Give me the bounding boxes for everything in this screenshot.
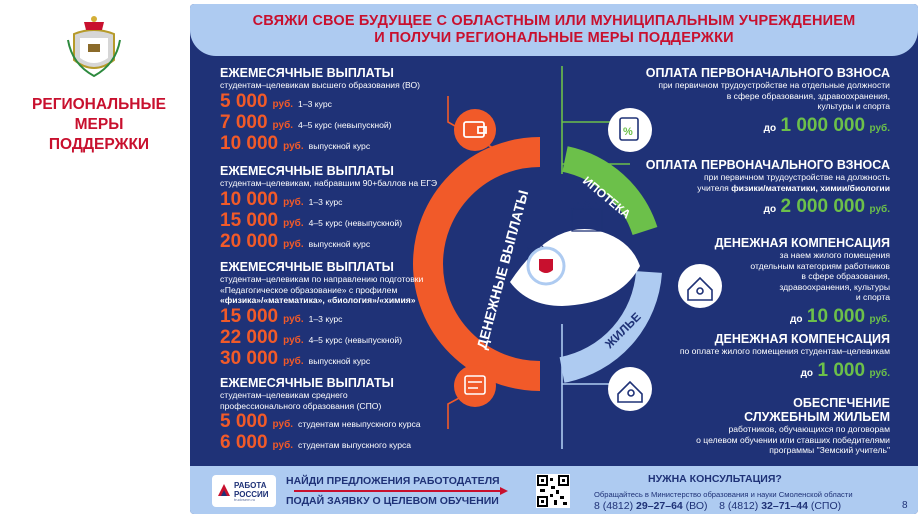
- section-heading: ОБЕСПЕЧЕНИЕ: [793, 396, 890, 410]
- consultation-heading: НУЖНА КОНСУЛЬТАЦИЯ?: [648, 473, 782, 485]
- section-sub: о целевом обучении или ставших победител…: [696, 434, 890, 445]
- logo-small-text: trudvsem.ru: [234, 497, 256, 502]
- section-sub: при первичном трудоустройстве на отдельн…: [658, 80, 890, 90]
- center-diagram: ДЕНЕЖНЫЕ ВЫПЛАТЫ ИПОТЕКА ЖИЛЬЕ %: [413, 66, 722, 449]
- house-hands-icon: [687, 276, 713, 301]
- section-sub: за наем жилого помещения: [779, 250, 890, 260]
- section-heading: ЕЖЕМЕСЯЧНЫЕ ВЫПЛАТЫ: [220, 376, 394, 390]
- max-amount: до 1 000 руб.: [800, 359, 890, 381]
- rent-compensation-section: ДЕНЕЖНАЯ КОМПЕНСАЦИЯ за наем жилого поме…: [690, 236, 890, 328]
- rabota-rossii-mark-icon: [218, 484, 230, 496]
- section-heading: ОПЛАТА ПЕРВОНАЧАЛЬНОГО ВЗНОСА: [645, 158, 890, 172]
- payments-ege-section: ЕЖЕМЕСЯЧНЫЕ ВЫПЛАТЫ студентам–целевикам,…: [220, 164, 437, 252]
- headline-banner: СВЯЖИ СВОЕ БУДУЩЕЕ С ОБЛАСТНЫМ ИЛИ МУНИЦ…: [190, 4, 918, 56]
- max-amount: до 2 000 000 руб.: [763, 196, 890, 217]
- section-sub: «физика»/«математика», «биология»/«химия…: [220, 295, 416, 305]
- percent-icon-circle: [608, 108, 652, 152]
- abacus-icon-circle: [454, 365, 496, 407]
- section-heading: ДЕНЕЖНАЯ КОМПЕНСАЦИЯ: [714, 332, 890, 346]
- service-housing-section: ОБЕСПЕЧЕНИЕ СЛУЖЕБНЫМ ЖИЛЬЕМ работников,…: [630, 396, 890, 456]
- page-number: 8: [902, 500, 908, 511]
- student-housing-compensation-section: ДЕНЕЖНАЯ КОМПЕНСАЦИЯ по оплате жилого по…: [630, 332, 890, 382]
- wallet-icon: [463, 121, 487, 138]
- section-sub: студентам–целевикам, набравшим 90+баллов…: [220, 178, 438, 188]
- qr-code-icon[interactable]: [536, 474, 570, 508]
- apply-target-text: ПОДАЙ ЗАЯВКУ О ЦЕЛЕВОМ ОБУЧЕНИИ: [286, 495, 499, 507]
- phone-spo[interactable]: 8 (4812) 32–71–44 (СПО): [719, 500, 842, 512]
- wallet-icon-circle: [454, 109, 496, 151]
- payments-spo-section: ЕЖЕМЕСЯЧНЫЕ ВЫПЛАТЫ студентам–целевикам …: [220, 376, 421, 453]
- house-key-icon: [617, 380, 643, 403]
- section-sub: студентам–целевикам высшего образования …: [220, 80, 420, 90]
- payments-vo-section: ЕЖЕМЕСЯЧНЫЕ ВЫПЛАТЫ студентам–целевикам …: [220, 66, 420, 154]
- find-offers-text: НАЙДИ ПРЕДЛОЖЕНИЯ РАБОТОДАТЕЛЯ: [286, 475, 500, 487]
- mortgage-1m-section: ОПЛАТА ПЕРВОНАЧАЛЬНОГО ВЗНОСА при первич…: [630, 66, 890, 137]
- section-sub: культуры и спорта: [817, 101, 891, 111]
- section-sub: студентам–целевикам среднего: [220, 390, 348, 400]
- section-sub: отдельным категориям работников: [750, 260, 890, 271]
- blue-arc: [559, 270, 662, 383]
- consultation-phones: 8 (4812) 29–27–64 (ВО) 8 (4812) 32–71–44…: [594, 500, 841, 512]
- house-key-icon-circle: [608, 367, 652, 411]
- support-measures-poster: СВЯЖИ СВОЕ БУДУЩЕЕ С ОБЛАСТНЫМ ИЛИ МУНИЦ…: [190, 4, 918, 514]
- arrow-icon: [294, 487, 508, 495]
- green-arc: [561, 146, 658, 236]
- section-sub: в сфере образования, здравоохранения,: [726, 90, 890, 101]
- max-amount: до 1 000 000 руб.: [763, 114, 890, 136]
- section-sub: и спорта: [855, 292, 890, 302]
- section-heading: ЕЖЕМЕСЯЧНЫЕ ВЫПЛАТЫ: [220, 164, 394, 178]
- section-sub: по оплате жилого помещения студентам–цел…: [679, 346, 890, 356]
- house-hands-icon-circle: [678, 264, 722, 308]
- center-crest-icon: [539, 259, 553, 273]
- section-sub: при первичном трудоустройстве на должнос…: [703, 172, 890, 182]
- section-heading: ДЕНЕЖНАЯ КОМПЕНСАЦИЯ: [714, 236, 890, 250]
- section-sub: студентам–целевикам по направлению подго…: [220, 274, 424, 284]
- section-heading: ОПЛАТА ПЕРВОНАЧАЛЬНОГО ВЗНОСА: [645, 66, 890, 80]
- section-heading: ЕЖЕМЕСЯЧНЫЕ ВЫПЛАТЫ: [220, 260, 394, 274]
- section-sub: работников, обучающихся по договорам: [728, 424, 890, 434]
- bottom-bar: РАБОТА РОССИИ trudvsem.ru НАЙДИ ПРЕДЛОЖЕ…: [190, 466, 918, 514]
- section-sub: учителя физики/математики, химии/биологи…: [697, 182, 890, 193]
- section-heading: СЛУЖЕБНЫМ ЖИЛЬЕМ: [744, 410, 890, 424]
- section-sub: в сфере образования,: [801, 271, 890, 281]
- percent-icon: %: [619, 117, 639, 141]
- headline-line2: И ПОЛУЧИ РЕГИОНАЛЬНЫЕ МЕРЫ ПОДДЕРЖКИ: [374, 30, 734, 46]
- section-sub: здравоохранения, культуры: [779, 281, 890, 292]
- orange-arc: [413, 137, 541, 391]
- section-heading: ЕЖЕМЕСЯЧНЫЕ ВЫПЛАТЫ: [220, 66, 394, 80]
- max-amount: до 10 000 руб.: [790, 305, 890, 327]
- section-sub: программы "Земский учитель": [769, 445, 890, 455]
- mortgage-2m-section: ОПЛАТА ПЕРВОНАЧАЛЬНОГО ВЗНОСА при первич…: [610, 158, 890, 218]
- section-sub: «Педагогическое образование» с профилем: [220, 284, 398, 295]
- side-title: РЕГИОНАЛЬНЫЕ МЕРЫ ПОДДЕРЖКИ: [32, 96, 166, 153]
- consultation-sub: Обращайтесь в Министерство образования и…: [594, 490, 853, 499]
- headline-line1: СВЯЖИ СВОЕ БУДУЩЕЕ С ОБЛАСТНЫМ ИЛИ МУНИЦ…: [252, 13, 856, 29]
- payments-pedagogical-section: ЕЖЕМЕСЯЧНЫЕ ВЫПЛАТЫ студентам–целевикам …: [220, 260, 423, 369]
- logo-text: РАБОТА РОССИИ: [234, 481, 269, 499]
- phone-vo[interactable]: 8 (4812) 29–27–64 (ВО): [594, 500, 708, 512]
- rabota-rossii-logo[interactable]: РАБОТА РОССИИ trudvsem.ru: [212, 475, 276, 507]
- smolensk-coat-of-arms-icon: [67, 16, 121, 78]
- svg-text:%: %: [623, 126, 633, 138]
- formula-icon: [464, 375, 486, 395]
- section-sub: профессионального образования (СПО): [220, 400, 382, 411]
